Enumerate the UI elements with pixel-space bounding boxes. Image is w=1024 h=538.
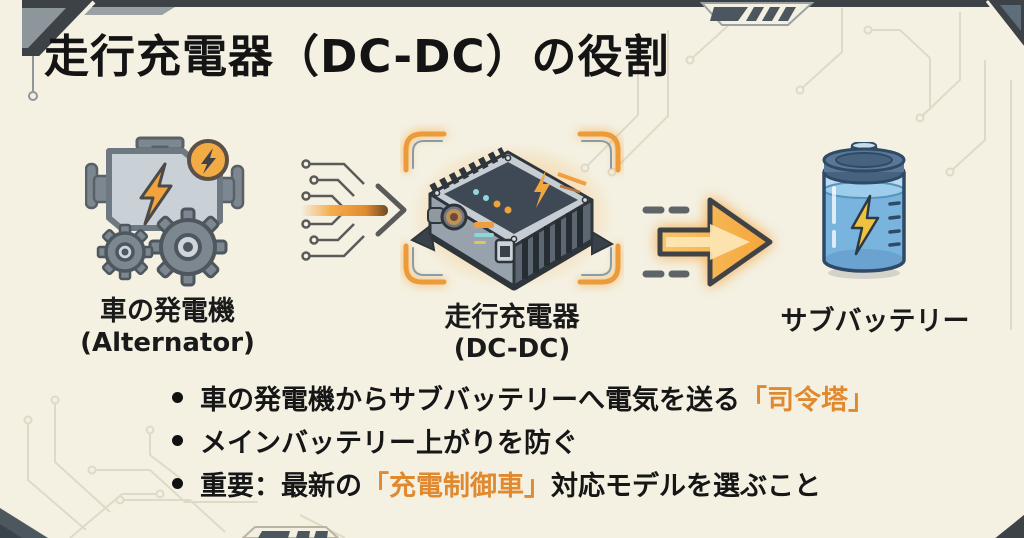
label-alternator-main: 車の発電機 <box>100 296 235 327</box>
glow-arrow-icon <box>642 197 773 287</box>
gear-large-icon <box>148 207 228 287</box>
bullet-text: 車の発電機からサブバッテリーへ電気を送る <box>200 385 740 416</box>
label-dcdc-main: 走行充電器 <box>444 302 580 333</box>
bullet-dot-icon <box>172 435 183 446</box>
circuit-arrow-icon <box>300 159 407 261</box>
bullet-text: 対応モデルを選ぶこと <box>551 471 821 502</box>
label-dcdc: 走行充電器 (DC-DC) <box>400 302 624 365</box>
target-brackets-icon <box>403 131 621 285</box>
bullet-item: メインバッテリー上がりを防ぐ <box>172 419 932 462</box>
bullet-highlight: 「司令塔」 <box>740 385 875 416</box>
engine-alternator-icon <box>85 136 245 287</box>
sub-battery-icon <box>822 142 906 279</box>
bullet-text: 重要：最新の <box>200 471 362 502</box>
label-subbattery: サブバッテリー <box>770 306 980 338</box>
page-title: 走行充電器（DC-DC）の役割 <box>44 30 670 83</box>
bullet-item: 車の発電機からサブバッテリーへ電気を送る「司令塔」 <box>172 376 932 419</box>
dcdc-charger-icon <box>403 131 621 291</box>
top-right-corner-decoration <box>985 0 1024 48</box>
striped-badge-top <box>699 2 815 26</box>
label-dcdc-sub: (DC-DC) <box>453 333 571 364</box>
bottom-right-corner-decoration <box>992 511 1024 538</box>
bullet-item: 重要：最新の「充電制御車」対応モデルを選ぶこと <box>172 462 932 505</box>
gear-small-icon <box>96 223 154 281</box>
bottom-left-corner-decoration <box>0 503 56 538</box>
label-subbattery-main: サブバッテリー <box>780 306 970 337</box>
bullet-text: メインバッテリー上がりを防ぐ <box>200 428 578 459</box>
bullet-dot-icon <box>172 392 183 403</box>
bullet-highlight: 「充電制御車」 <box>362 471 551 502</box>
label-alternator: 車の発電機 (Alternator) <box>55 296 280 359</box>
bullet-dot-icon <box>172 478 183 489</box>
striped-badge-bottom <box>241 526 340 538</box>
label-alternator-sub: (Alternator) <box>80 327 255 358</box>
bullet-list: 車の発電機からサブバッテリーへ電気を送る「司令塔」 メインバッテリー上がりを防ぐ… <box>172 376 932 505</box>
top-bar <box>50 0 993 7</box>
